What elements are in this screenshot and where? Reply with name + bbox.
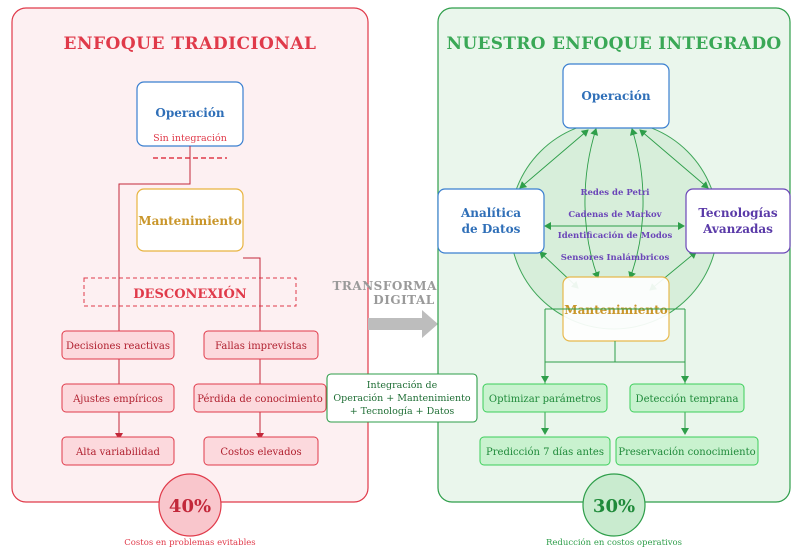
issue-decisiones: Decisiones reactivas	[61, 330, 175, 360]
disconnection-label: DESCONEXIÓN	[133, 285, 247, 302]
disconnection-box	[83, 277, 297, 307]
svg-text:Detección temprana: Detección temprana	[636, 394, 739, 405]
issue-costos: Costos elevados	[203, 436, 319, 466]
svg-text:Preservación conocimiento: Preservación conocimiento	[618, 447, 755, 458]
traditional-maintenance-node: Mantenimiento	[136, 188, 244, 252]
maintenance-flow-line	[243, 257, 264, 440]
integrated-percent-circle	[582, 473, 646, 537]
svg-text:Ajustes empíricos: Ajustes empíricos	[72, 394, 163, 405]
issue-ajustes: Ajustes empíricos	[61, 383, 175, 413]
traditional-operation-label: Operación	[155, 106, 224, 120]
integration-line3: + Tecnología + Datos	[350, 406, 455, 417]
svg-text:Costos elevados: Costos elevados	[220, 447, 301, 458]
svg-text:Fallas imprevistas: Fallas imprevistas	[215, 341, 307, 352]
integrated-operation-label: Operación	[581, 89, 650, 103]
technique-sensors: Sensores Inalámbricos	[561, 252, 670, 263]
transformation-arrow	[368, 310, 438, 338]
svg-text:Optimizar parámetros: Optimizar parámetros	[489, 394, 601, 405]
integration-line1: Integración de	[367, 380, 438, 391]
traditional-title: ENFOQUE TRADICIONAL	[63, 34, 316, 54]
traditional-percent-circle	[158, 473, 222, 537]
technologies-label-line2: Avanzadas	[702, 222, 773, 236]
svg-text:Pérdida de conocimiento: Pérdida de conocimiento	[197, 394, 323, 405]
no-integration-label: Sin integración	[153, 133, 227, 144]
benefit-deteccion: Detección temprana	[629, 383, 745, 413]
benefit-prediccion: Predicción 7 días antes	[479, 436, 611, 466]
analytics-label-line2: de Datos	[462, 222, 521, 236]
transformation-label-line2: DIGITAL	[373, 293, 434, 307]
benefit-preservacion: Preservación conocimiento	[615, 436, 759, 466]
technique-markov: Cadenas de Markov	[568, 210, 662, 220]
integrated-percent-caption: Reducción en costos operativos	[546, 537, 682, 548]
svg-text:Predicción 7 días antes: Predicción 7 días antes	[486, 447, 604, 458]
traditional-maintenance-label: Mantenimiento	[138, 214, 241, 228]
integration-summary-box: Integración de Operación + Mantenimiento…	[326, 373, 478, 423]
technologies-label-line1: Tecnologías	[698, 206, 778, 220]
analytics-label-line1: Analítica	[460, 206, 521, 220]
integrated-title: NUESTRO ENFOQUE INTEGRADO	[447, 34, 782, 54]
svg-text:Decisiones reactivas: Decisiones reactivas	[66, 341, 170, 352]
issue-variabilidad: Alta variabilidad	[61, 436, 175, 466]
svg-text:Alta variabilidad: Alta variabilidad	[75, 447, 160, 458]
technologies-node: Tecnologías Avanzadas	[685, 188, 791, 254]
issue-perdida: Pérdida de conocimiento	[193, 383, 327, 413]
benefit-optimizar: Optimizar parámetros	[482, 383, 608, 413]
integrated-percent: 30%	[593, 496, 635, 517]
integrated-panel: NUESTRO ENFOQUE INTEGRADO Operación Anal…	[437, 7, 791, 548]
analytics-node: Analítica de Datos	[437, 188, 545, 254]
traditional-percent-caption: Costos en problemas evitables	[124, 538, 255, 548]
issue-fallas: Fallas imprevistas	[203, 330, 319, 360]
integration-line2: Operación + Mantenimiento	[333, 393, 471, 404]
traditional-operation-node: Operación Sin integración	[136, 81, 244, 147]
technique-modes: Identificación de Modos	[558, 230, 673, 241]
technique-petri: Redes de Petri	[580, 188, 650, 198]
integrated-maintenance-label: Mantenimiento	[564, 303, 667, 317]
traditional-panel: ENFOQUE TRADICIONAL Operación Sin integr…	[11, 7, 369, 548]
traditional-percent: 40%	[169, 496, 211, 517]
integrated-operation-node: Operación	[562, 63, 670, 129]
operation-flow-line	[115, 146, 191, 440]
